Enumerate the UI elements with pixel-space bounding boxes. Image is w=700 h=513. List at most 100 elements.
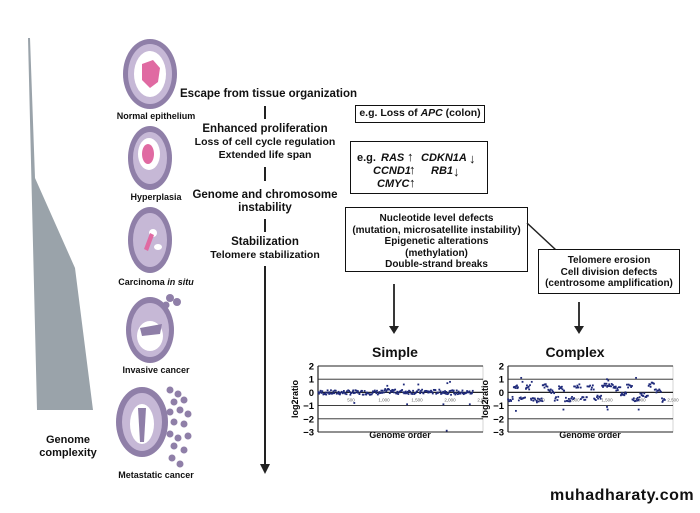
y-tick-label: −2: [303, 414, 314, 425]
data-point: [599, 397, 602, 400]
data-point: [546, 385, 549, 388]
data-point: [564, 396, 567, 399]
data-point: [553, 399, 556, 402]
data-point: [333, 392, 336, 395]
data-point: [465, 392, 468, 394]
data-point: [614, 385, 617, 388]
metastatic-cancer-image: [116, 386, 192, 468]
data-point: [520, 398, 523, 400]
data-point: [572, 398, 575, 400]
data-segment: [553, 395, 560, 402]
data-point: [612, 386, 615, 389]
data-point: [637, 398, 640, 401]
data-point: [511, 398, 514, 400]
carcinoma-in-situ-image: [128, 207, 172, 273]
data-point: [363, 390, 366, 392]
chart-simple-title: Simple: [372, 344, 418, 360]
data-point: [549, 388, 552, 391]
data-point: [413, 393, 416, 395]
data-point: [456, 393, 459, 396]
data-point: [453, 392, 455, 395]
data-point: [337, 392, 340, 395]
data-point: [337, 390, 340, 393]
arrow-down-icon: ↓: [469, 151, 476, 166]
outlier-point: [635, 376, 637, 379]
plot-area: [317, 365, 484, 433]
progression-arrow-head: [260, 464, 270, 474]
chart-ylabel: log2ratio: [480, 380, 490, 419]
data-point: [354, 389, 357, 392]
data-point: [624, 391, 627, 394]
outlier-point: [386, 384, 389, 387]
data-point: [428, 391, 431, 394]
data-point: [577, 386, 580, 389]
data-point: [508, 400, 511, 403]
data-point: [326, 391, 329, 394]
nucleotide-line-4: (methylation): [405, 247, 468, 259]
data-point: [446, 393, 449, 396]
data-point: [543, 383, 546, 386]
data-point: [517, 399, 520, 402]
data-point: [623, 392, 626, 395]
data-point: [416, 390, 418, 393]
data-point: [351, 390, 354, 393]
data-point: [657, 389, 659, 392]
data-point: [636, 396, 639, 399]
data-point: [535, 400, 538, 402]
y-tick-label: 1: [309, 375, 315, 386]
data-point: [393, 391, 395, 394]
data-point: [663, 399, 666, 401]
arrow-to-complex: [574, 302, 584, 334]
data-point: [447, 391, 450, 394]
cell-cluster: [138, 408, 146, 442]
data-segment: [613, 385, 622, 392]
data-point: [592, 388, 595, 391]
data-point: [317, 391, 320, 394]
data-point: [645, 394, 648, 397]
data-point: [517, 386, 519, 389]
data-point: [514, 387, 517, 389]
data-point: [412, 389, 414, 392]
data-point: [515, 385, 517, 388]
data-point: [422, 392, 425, 395]
data-point: [431, 392, 434, 395]
data-point: [396, 390, 399, 393]
data-point: [559, 386, 562, 389]
data-point: [584, 398, 587, 401]
invading-cell: [162, 301, 170, 309]
outlier-point: [515, 409, 517, 412]
stage-label-normal: Normal epithelium: [116, 111, 196, 121]
data-point: [354, 391, 357, 394]
data-point: [391, 390, 394, 393]
data-point: [530, 399, 533, 401]
data-point: [449, 389, 452, 392]
data-point: [648, 383, 651, 386]
metastatic-cell: [184, 410, 192, 418]
data-point: [373, 389, 376, 392]
data-point: [519, 396, 522, 399]
data-point: [361, 390, 363, 392]
data-point: [550, 392, 553, 394]
data-point: [397, 393, 400, 395]
nucleotide-line-3: Epigenetic alterations: [384, 236, 489, 247]
chart-simple-xlabel: Genome order: [369, 430, 431, 440]
step-stabilization-heading: Stabilization: [231, 236, 299, 248]
data-point: [369, 393, 371, 396]
data-point: [549, 390, 551, 393]
apc-gene: APC: [420, 107, 443, 119]
data-point: [653, 388, 656, 391]
data-point: [445, 390, 448, 393]
step-instability-heading: Genome and chromosome: [192, 189, 338, 201]
data-point: [623, 394, 626, 397]
diagonal-connector-line: [526, 222, 557, 251]
outlier-point: [521, 380, 524, 383]
x-tick-label: 1,000: [568, 397, 580, 402]
y-tick-label: −3: [303, 428, 314, 439]
data-point: [348, 389, 350, 392]
y-tick-label: −2: [493, 414, 504, 425]
metastatic-cell: [168, 454, 176, 462]
data-point: [380, 389, 383, 392]
data-segment: [601, 382, 615, 389]
data-point: [454, 393, 457, 396]
data-point: [653, 382, 655, 385]
